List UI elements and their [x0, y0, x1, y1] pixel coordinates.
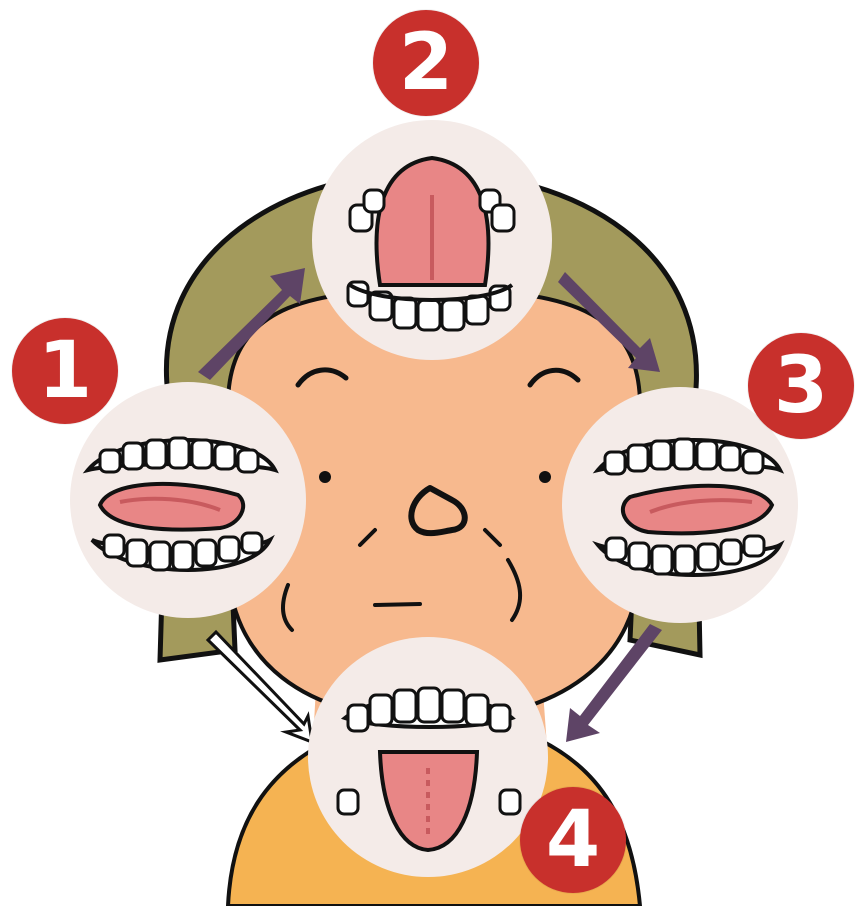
- step-number-1: 1: [38, 332, 92, 410]
- eye-right: [539, 471, 551, 483]
- step-number-2: 2: [399, 24, 453, 102]
- eye-left: [319, 471, 331, 483]
- mouth-line: [375, 604, 420, 605]
- step-badge-3: 3: [748, 333, 854, 439]
- step-number-3: 3: [774, 347, 828, 425]
- step-badge-4: 4: [520, 787, 626, 893]
- step-badge-2: 2: [373, 10, 479, 116]
- step-number-4: 4: [546, 801, 600, 879]
- mouth-icon: [70, 382, 306, 618]
- step-badge-1: 1: [12, 318, 118, 424]
- mouth-icon: [308, 637, 548, 877]
- mouth-icon: [312, 120, 552, 360]
